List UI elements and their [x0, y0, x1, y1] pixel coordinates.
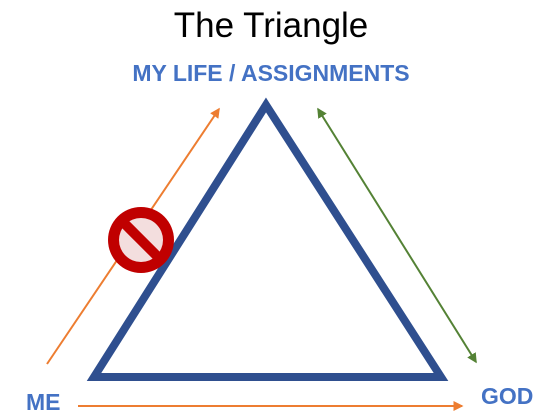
arrow-god-my-life-bidirectional — [317, 107, 477, 364]
node-label-me: ME — [26, 389, 61, 415]
node-label-my-life-assignments: MY LIFE / ASSIGNMENTS — [132, 60, 410, 86]
node-label-god: GOD — [481, 383, 534, 409]
prohibited-icon — [108, 207, 174, 273]
diagram-title: The Triangle — [173, 6, 369, 45]
